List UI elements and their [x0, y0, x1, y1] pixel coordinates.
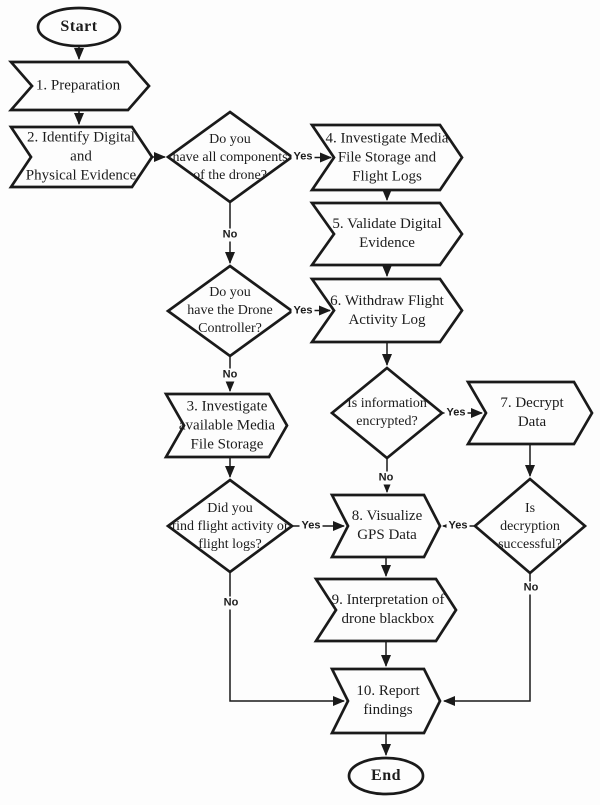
edge-d4-no-to-p10 [229, 572, 345, 706]
edge-label-d1-yes: Yes [291, 150, 315, 164]
process-1-shape [8, 60, 151, 112]
process-2-shape [8, 125, 154, 189]
process-2-label: 2. Identify Digital and Physical Evidenc… [25, 129, 137, 184]
terminator-start-shape [36, 6, 122, 48]
edge-label-d3-no: No [376, 471, 396, 485]
process-8-shape [329, 493, 442, 559]
decision-controller-shape [165, 264, 295, 358]
decision-flight-logs-label: Did you find flight activity or flight l… [171, 501, 289, 552]
process-3-shape [163, 392, 289, 459]
decision-components-shape [165, 110, 295, 204]
process-1-label: 1. Preparation [35, 77, 121, 94]
edge-label-d5-no: No [521, 581, 541, 595]
process-7-shape [465, 380, 594, 446]
edge-label-d1-no: No [220, 228, 240, 242]
terminator-end-label: End [371, 767, 401, 784]
decision-encrypted-label: Is information encrypted? [347, 396, 427, 429]
edge-label-d5-yes: Yes [446, 519, 470, 533]
process-7-label: 7. Decrypt Data [500, 395, 564, 430]
decision-encrypted-shape [329, 366, 445, 460]
edge-label-d2-yes: Yes [291, 304, 315, 318]
decision-flight-logs-shape [165, 478, 295, 574]
edge-label-d4-no: No [221, 596, 241, 610]
edge-d5-no-to-p10 [443, 573, 531, 706]
decision-decryption-shape [472, 477, 588, 575]
terminator-end-shape [347, 756, 425, 796]
edge-label-d4-yes: Yes [299, 519, 323, 533]
process-10-label: 10. Report findings [356, 683, 420, 718]
decision-decryption-label: Is decryption successful? [498, 501, 562, 552]
process-3-label: 3. Investigate available Media File Stor… [178, 398, 276, 453]
decision-controller-label: Do you have the Drone Controller? [187, 285, 273, 336]
process-10-shape [329, 667, 442, 735]
process-9-label: 9. Interpretation of drone blackbox [331, 592, 445, 627]
process-4-shape [309, 123, 464, 192]
process-4-label: 4. Investigate Media File Storage and Fl… [325, 130, 449, 185]
decision-components-label: Do you have all components of the drone? [172, 132, 288, 183]
process-9-shape [313, 577, 458, 643]
edge-label-d3-yes: Yes [444, 406, 468, 420]
process-6-shape [309, 277, 464, 344]
edge-label-d2-no: No [220, 368, 240, 382]
process-8-label: 8. Visualize GPS Data [351, 508, 423, 543]
terminator-start-label: Start [60, 18, 98, 35]
process-5-shape [309, 201, 464, 267]
process-5-label: 5. Validate Digital Evidence [332, 216, 442, 251]
process-6-label: 6. Withdraw Flight Activity Log [330, 293, 444, 328]
